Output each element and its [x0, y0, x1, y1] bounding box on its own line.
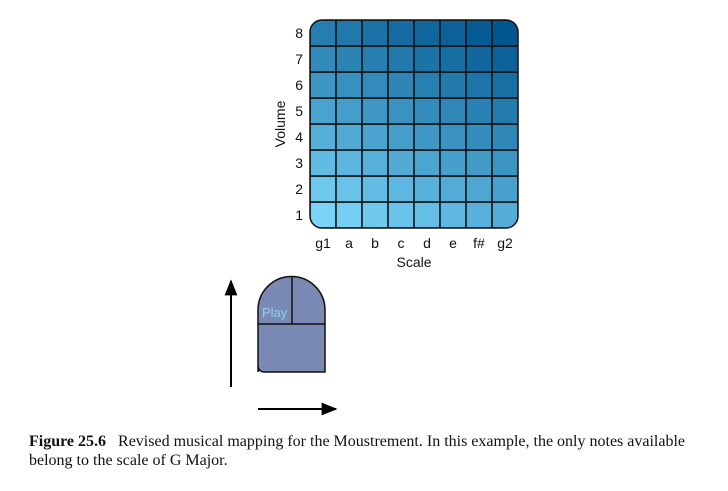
- grid-cell: [387, 123, 415, 151]
- grid-cell: [310, 123, 337, 151]
- grid-cell: [387, 175, 415, 203]
- grid-cell: [387, 20, 415, 47]
- grid-cell: [310, 149, 337, 177]
- play-button-label: Play: [262, 305, 288, 320]
- grid-cell: [465, 20, 493, 47]
- y-axis-label: Volume: [272, 100, 288, 147]
- grid-cell: [439, 45, 467, 73]
- grid-cell: [491, 97, 518, 125]
- scale-tick-label: d: [423, 235, 431, 251]
- grid-cell: [361, 20, 389, 47]
- x-axis-label: Scale: [396, 254, 431, 270]
- grid-cell: [413, 45, 441, 73]
- grid-cell: [413, 20, 441, 47]
- volume-tick-label: 1: [295, 207, 303, 223]
- grid-cell: [439, 201, 467, 228]
- grid-cell: [439, 149, 467, 177]
- volume-tick-labels: 1 2 3 4 5 6 7 8: [295, 25, 303, 223]
- scale-tick-label: f#: [473, 235, 485, 251]
- grid-cell: [465, 45, 493, 73]
- scale-tick-label: g1: [315, 235, 331, 251]
- grid-cell: [465, 175, 493, 203]
- volume-tick-label: 2: [295, 181, 303, 197]
- grid-cell: [413, 71, 441, 99]
- grid-cell: [335, 123, 363, 151]
- volume-tick-label: 7: [295, 51, 303, 67]
- grid-cell: [361, 201, 389, 228]
- grid-cell: [439, 97, 467, 125]
- mouse-icon: Play: [257, 275, 326, 373]
- scale-tick-labels: g1 a b c d e f# g2: [315, 235, 513, 251]
- volume-tick-label: 4: [295, 129, 303, 145]
- grid-cell: [387, 201, 415, 228]
- grid-cell: [335, 149, 363, 177]
- note-volume-grid: [310, 20, 518, 228]
- grid-cell: [387, 149, 415, 177]
- volume-tick-label: 8: [295, 25, 303, 41]
- grid-cell: [491, 201, 518, 228]
- grid-cell: [439, 20, 467, 47]
- grid-cell: [361, 175, 389, 203]
- scale-tick-label: e: [449, 235, 457, 251]
- grid-cell: [387, 45, 415, 73]
- grid-cell: [465, 71, 493, 99]
- grid-cell: [361, 123, 389, 151]
- grid-cell: [465, 123, 493, 151]
- volume-tick-label: 6: [295, 77, 303, 93]
- grid-cell: [310, 97, 337, 125]
- grid-cell: [491, 45, 518, 73]
- grid-cell: [491, 149, 518, 177]
- grid-cell: [335, 97, 363, 125]
- volume-tick-label: 5: [295, 103, 303, 119]
- grid-cell: [413, 123, 441, 151]
- grid-cell: [413, 149, 441, 177]
- grid-cell: [439, 175, 467, 203]
- grid-cell: [387, 71, 415, 99]
- grid-cell: [335, 71, 363, 99]
- grid-cell: [491, 175, 518, 203]
- grid-cell: [361, 71, 389, 99]
- figure-number: Figure 25.6: [29, 433, 107, 450]
- grid-cell: [335, 175, 363, 203]
- grid-cell: [335, 45, 363, 73]
- grid-cell: [310, 71, 337, 99]
- scale-tick-label: c: [398, 235, 405, 251]
- grid-cell: [413, 201, 441, 228]
- grid-cell: [439, 123, 467, 151]
- grid-cell: [387, 97, 415, 125]
- grid-cell: [310, 175, 337, 203]
- grid-cell: [361, 149, 389, 177]
- grid-cell: [413, 97, 441, 125]
- grid-border: [309, 19, 519, 229]
- grid-cell: [439, 71, 467, 99]
- grid-cell: [491, 123, 518, 151]
- grid-cell: [335, 20, 363, 47]
- scale-tick-label: b: [371, 235, 379, 251]
- grid-cell: [310, 20, 337, 47]
- scale-tick-label: g2: [497, 235, 513, 251]
- moustrement-mapping-diagram: 1 2 3 4 5 6 7 8 g1 a b c d e f# g2 Scale Volume Play: [224, 19, 519, 416]
- grid-cell: [491, 71, 518, 99]
- grid-cell: [335, 201, 363, 228]
- grid-cell: [361, 45, 389, 73]
- grid-cell: [361, 97, 389, 125]
- grid-cell: [465, 201, 493, 228]
- scale-tick-label: a: [345, 235, 353, 251]
- volume-tick-label: 3: [295, 155, 303, 171]
- grid-cell: [491, 20, 518, 47]
- grid-cell: [465, 97, 493, 125]
- figure-caption-text: Revised musical mapping for the Moustrem…: [29, 433, 686, 469]
- grid-cell: [310, 45, 337, 73]
- grid-cell: [413, 175, 441, 203]
- grid-cell: [465, 149, 493, 177]
